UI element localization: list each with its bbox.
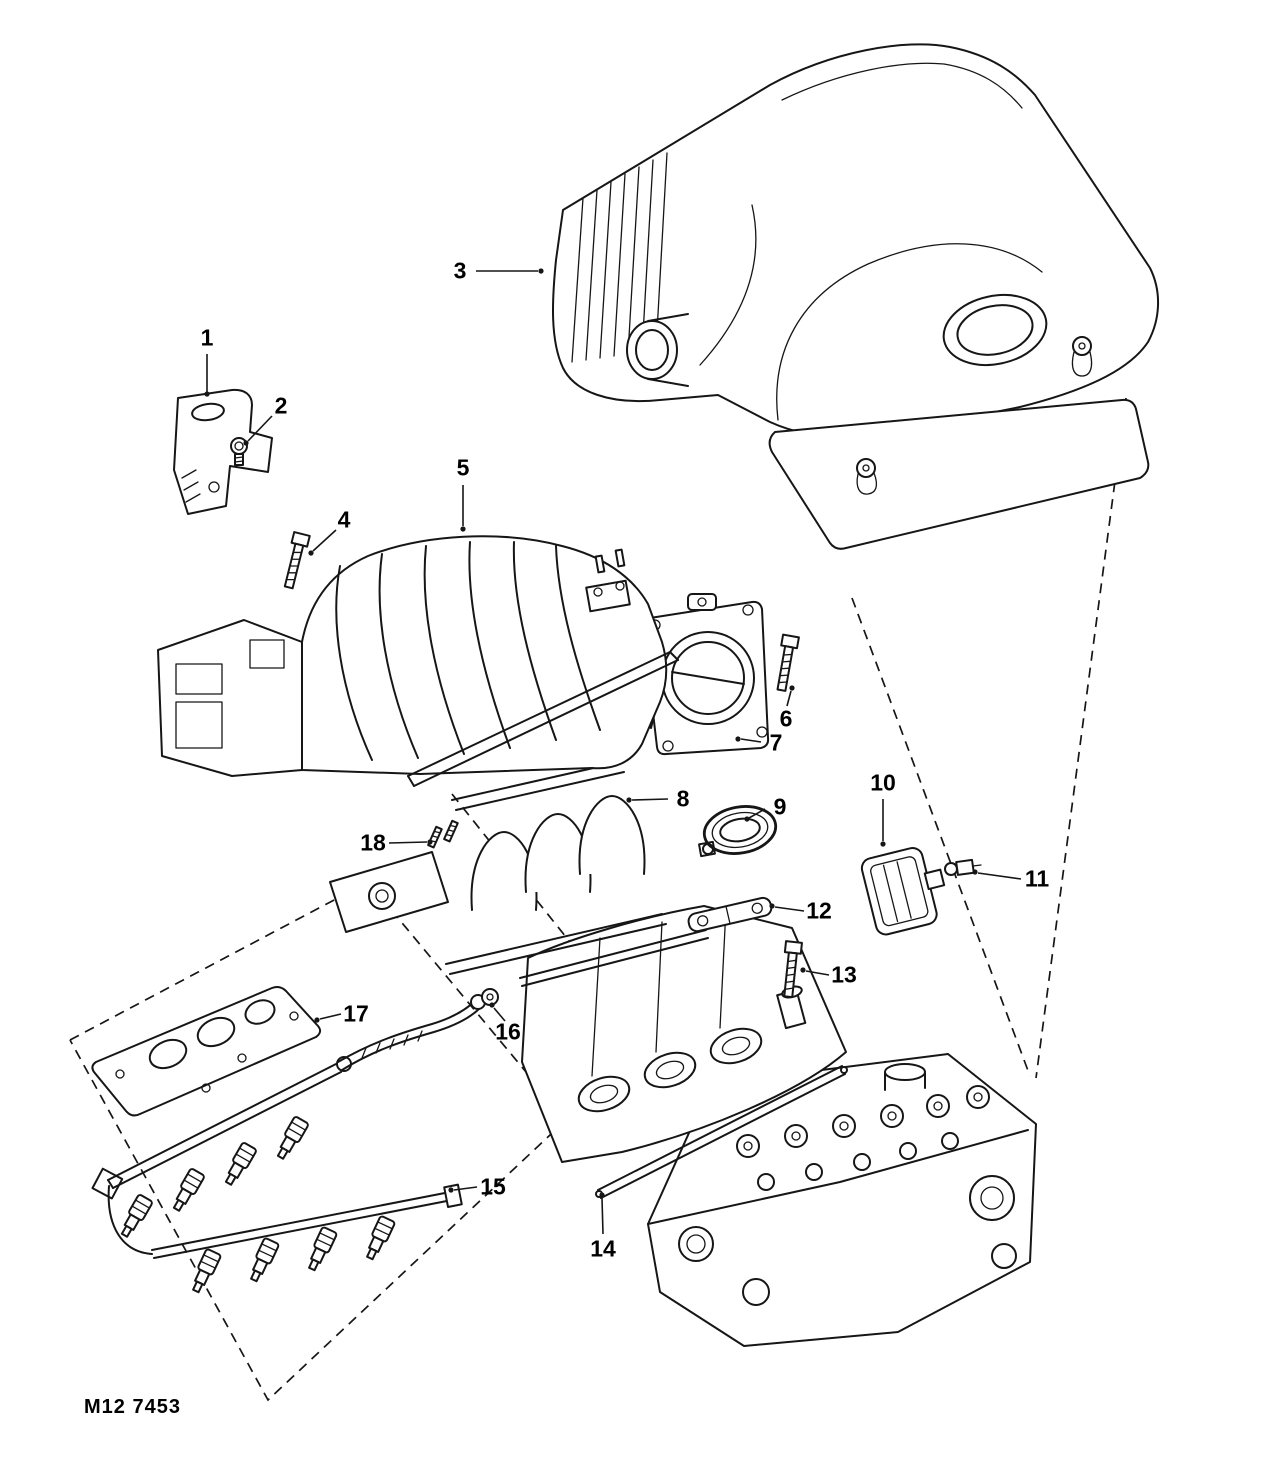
fuel-rail-assembly [91,1063,463,1296]
figure-code: M12 7453 [84,1396,181,1418]
callout-16: 16 [495,1018,521,1045]
callout-5: 5 [456,454,470,481]
fuel-injector [272,1115,310,1163]
fuel-injector [303,1225,339,1274]
callout-8: 8 [676,785,690,812]
callout-1: 1 [200,324,214,351]
intake-plenum [157,535,679,787]
fuel-injector [116,1193,154,1241]
bracket-fixing [230,437,248,466]
leader-line-14 [601,1197,604,1235]
engine-cover [552,43,1160,438]
leader-line-6 [786,690,792,707]
stud-18 [443,819,459,843]
leader-line-8 [631,798,669,801]
cover-gasket [768,398,1150,550]
leader-line-4 [312,529,337,552]
fuel-injector [168,1167,206,1215]
leader-line-11 [977,872,1022,880]
lower-manifold-body [519,905,847,1163]
leader-line-18 [388,841,428,844]
callout-17: 17 [343,1000,369,1027]
leader-line-16 [493,1007,506,1022]
leader-line-2 [247,415,273,442]
fuel-injector [245,1236,281,1285]
callout-2: 2 [274,392,288,419]
leader-line-9 [748,808,766,819]
callout-3: 3 [453,257,467,284]
callout-7: 7 [769,729,783,756]
manifold-runner-assembly [329,761,667,975]
callout-9: 9 [773,793,787,820]
throttle-bolt-6 [772,633,800,693]
fuel-feed-hose [336,988,499,1072]
callout-6: 6 [779,705,793,732]
heat-shield-bracket [173,388,273,515]
callout-4: 4 [337,506,351,533]
callout-14: 14 [590,1235,616,1262]
blanking-plug [481,988,499,1006]
callout-11: 11 [1024,865,1050,892]
seal-ring [698,805,778,858]
sensor [944,858,982,876]
callout-15: 15 [480,1173,506,1200]
leader-line-13 [805,970,830,976]
callout-12: 12 [806,897,832,924]
fuel-injector [361,1214,397,1263]
leader-line-15 [453,1186,478,1191]
leader-line-7 [740,738,762,743]
leader-line-12 [774,906,805,912]
fuel-injector [220,1141,258,1189]
callout-18: 18 [360,829,386,856]
callout-10: 10 [870,769,896,796]
callout-leaders [204,268,1022,1235]
leader-line-17 [319,1013,342,1020]
throttle-body [632,593,770,756]
plenum-bolt-4 [279,531,311,591]
callout-13: 13 [831,961,857,988]
manifold-seal-rail [595,1065,848,1199]
fuel-injector [187,1247,223,1296]
manifold-gasket [91,986,322,1117]
control-module [860,846,946,936]
